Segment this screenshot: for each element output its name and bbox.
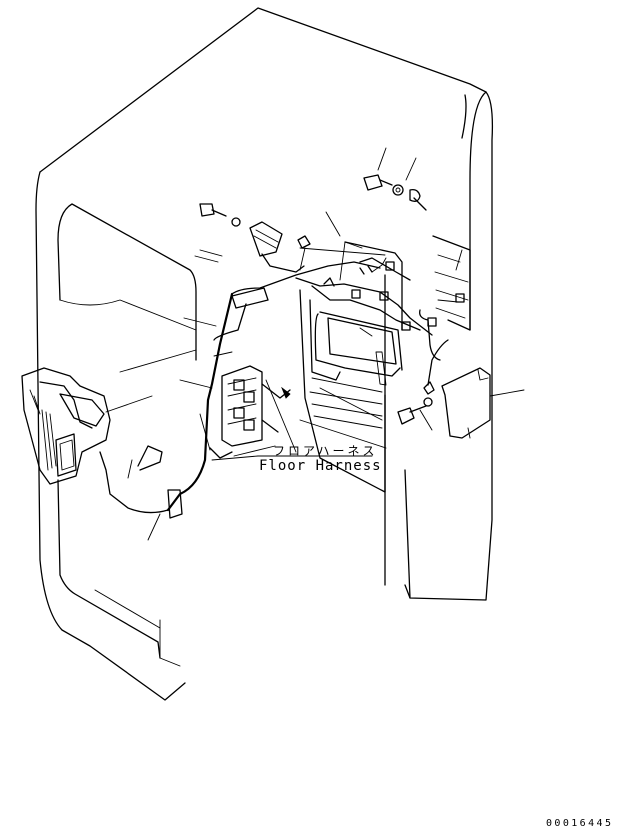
rear-panel [299,241,403,493]
floor-harness-callout [211,455,373,461]
floor-harness-wiring [99,257,433,541]
relay-component [199,203,311,273]
lower-bolt-assembly [397,381,435,425]
drawing-number: 00016445 [546,818,614,829]
cover-plate [441,367,491,439]
floor-harness-label-en: Floor Harness [259,458,382,474]
top-bolt-assembly [363,174,427,211]
leader-lines [105,147,525,479]
heater-unit [21,367,111,485]
floor-harness-label-jp: フロアハーネス [273,444,378,458]
panel-fittings [323,261,465,331]
cab-shell [35,7,494,701]
connector-block [221,365,297,457]
right-side-bracket [419,235,471,386]
